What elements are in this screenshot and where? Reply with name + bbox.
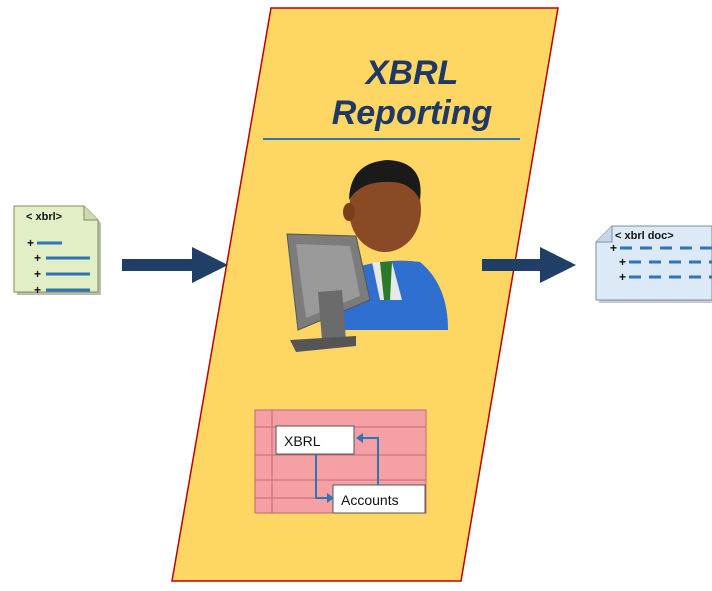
- plus-icon: +: [619, 270, 626, 284]
- mapping-diagram: XBRL Accounts: [254, 409, 427, 514]
- output-arrow-icon: [482, 247, 576, 283]
- plus-icon: +: [34, 283, 41, 297]
- input-arrow-icon: [122, 247, 228, 283]
- mapping-up-arrow: [362, 437, 379, 485]
- plus-icon: +: [619, 255, 626, 269]
- mapping-target-box: [332, 484, 426, 514]
- mapping-source-box: [275, 425, 355, 455]
- input-document-tag: < xbrl>: [26, 211, 62, 223]
- plus-icon: +: [34, 251, 41, 265]
- mapping-target-label: Accounts: [341, 492, 399, 508]
- plus-icon: +: [34, 267, 41, 281]
- plus-icon: +: [27, 236, 34, 250]
- mapping-source-label: XBRL: [284, 433, 321, 449]
- output-xbrl-document-icon: < xbrl doc> + + +: [595, 225, 712, 303]
- plus-icon: +: [610, 241, 617, 255]
- panel-title-line1: XBRL: [364, 54, 459, 92]
- person-at-computer-icon: [286, 160, 448, 352]
- output-document-tag: < xbrl doc>: [615, 230, 674, 242]
- panel-title-line2: Reporting: [332, 94, 493, 132]
- mapping-down-arrow: [315, 454, 328, 499]
- input-xbrl-document-icon: < xbrl> + + + +: [13, 205, 101, 297]
